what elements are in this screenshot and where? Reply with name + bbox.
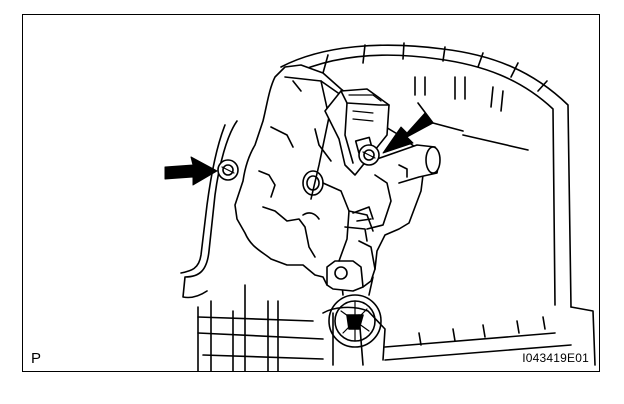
corner-label: P: [31, 350, 42, 367]
screws: [217, 144, 380, 181]
illustration: [164, 42, 596, 371]
arrow-right-icon: [164, 156, 218, 186]
arrow-left-icon: [382, 112, 434, 154]
servo-motor: [234, 64, 441, 292]
motor-fitting: [328, 274, 382, 348]
hvac-housing: [180, 42, 596, 371]
diagram-frame: P I043419E01: [22, 14, 600, 372]
figure-code: I043419E01: [522, 351, 589, 365]
